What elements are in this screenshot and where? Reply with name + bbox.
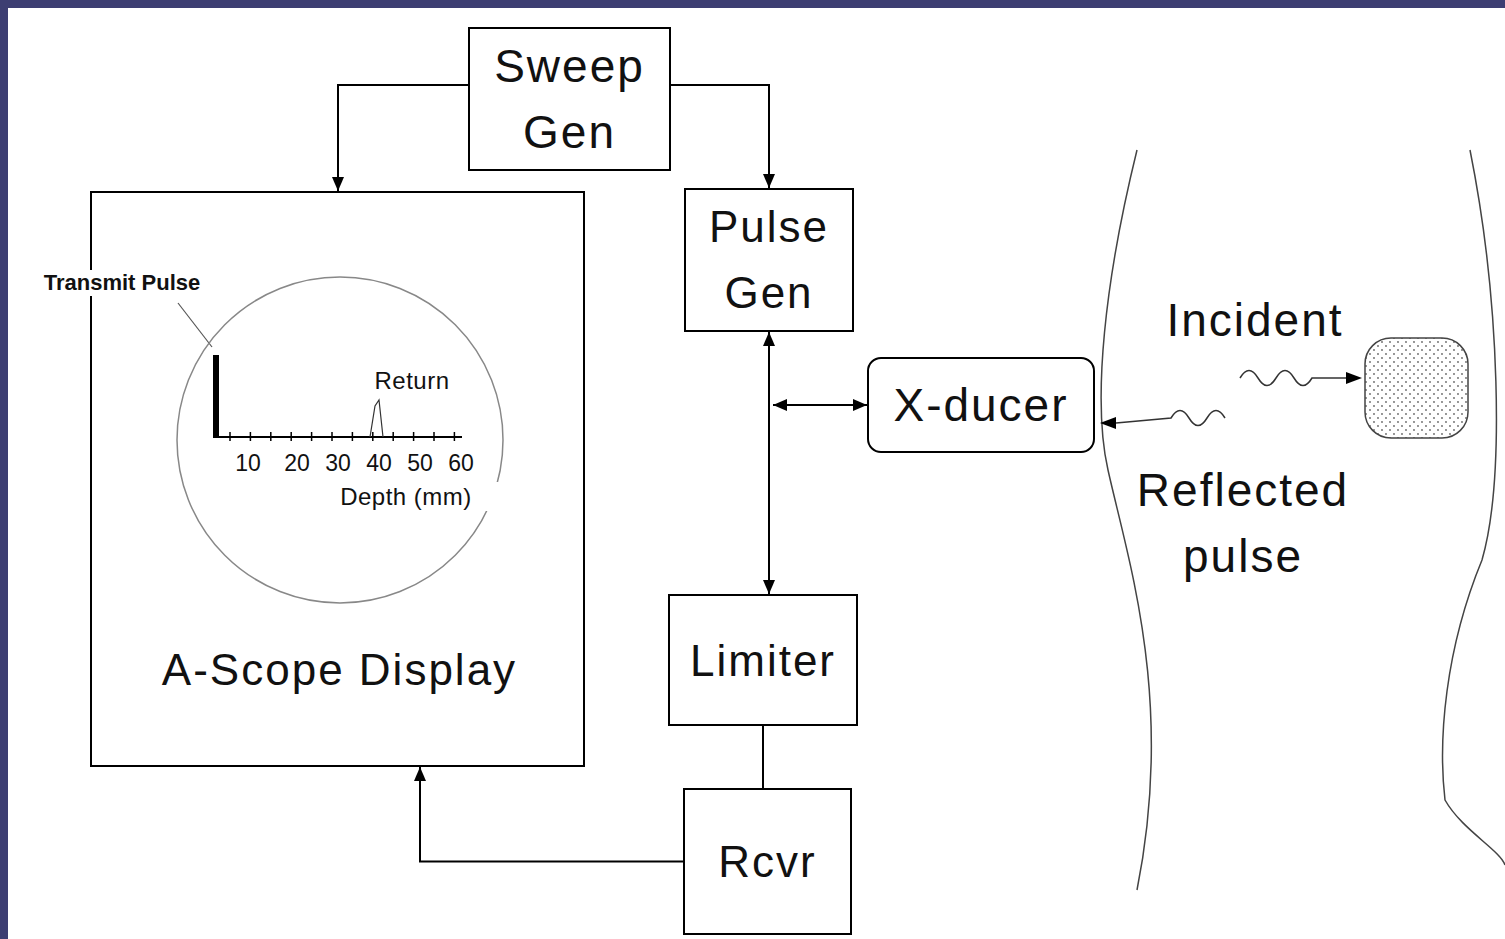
- return-echo: [370, 400, 383, 437]
- connector: [763, 332, 775, 594]
- arrowhead: [1100, 417, 1116, 429]
- incident-wave: [1240, 371, 1348, 386]
- tissue-boundary: [1101, 150, 1151, 890]
- arrowhead: [1346, 372, 1362, 384]
- process-box: Limiter: [668, 594, 858, 726]
- box-label: Limiter: [690, 634, 836, 687]
- screen-label: Return: [352, 366, 472, 395]
- screen-outline: [175, 275, 505, 605]
- box-label: Sweep Gen: [478, 33, 661, 165]
- tissue-boundary: [1443, 150, 1505, 865]
- connector: [414, 767, 683, 862]
- box-label: Rcvr: [718, 835, 816, 888]
- tick-label: 10: [235, 450, 261, 477]
- axis-ticks: [230, 432, 454, 441]
- tick-label: 60: [448, 450, 474, 477]
- tick-label: 50: [407, 450, 433, 477]
- connector: [671, 85, 775, 188]
- box-label: Pulse Gen: [694, 194, 844, 326]
- connector: [773, 399, 867, 411]
- callout-label: Transmit Pulse: [42, 270, 203, 296]
- signal-label: Incident: [1166, 293, 1343, 347]
- tick-label: 40: [366, 450, 392, 477]
- leader-line: [178, 303, 212, 347]
- process-box: Pulse Gen: [684, 188, 854, 332]
- tick-label: 30: [325, 450, 351, 477]
- connector: [332, 85, 468, 191]
- box-label: X-ducer: [893, 378, 1068, 433]
- process-box: Sweep Gen: [468, 27, 671, 171]
- tick-label: 20: [284, 450, 310, 477]
- transducer-box: X-ducer: [867, 357, 1095, 453]
- screen-label: Depth (mm): [306, 482, 506, 511]
- reflected-wave: [1116, 411, 1225, 426]
- depth-axis: [219, 436, 462, 438]
- box-label: A-Scope Display: [110, 643, 570, 696]
- scope-screen: ReturnDepth (mm): [175, 275, 505, 605]
- connector: [763, 726, 764, 788]
- process-box: Rcvr: [683, 788, 852, 935]
- signal-label: Reflected pulse: [1108, 457, 1378, 589]
- transmit-pulse-bar: [213, 355, 219, 438]
- target-object: [1365, 338, 1468, 438]
